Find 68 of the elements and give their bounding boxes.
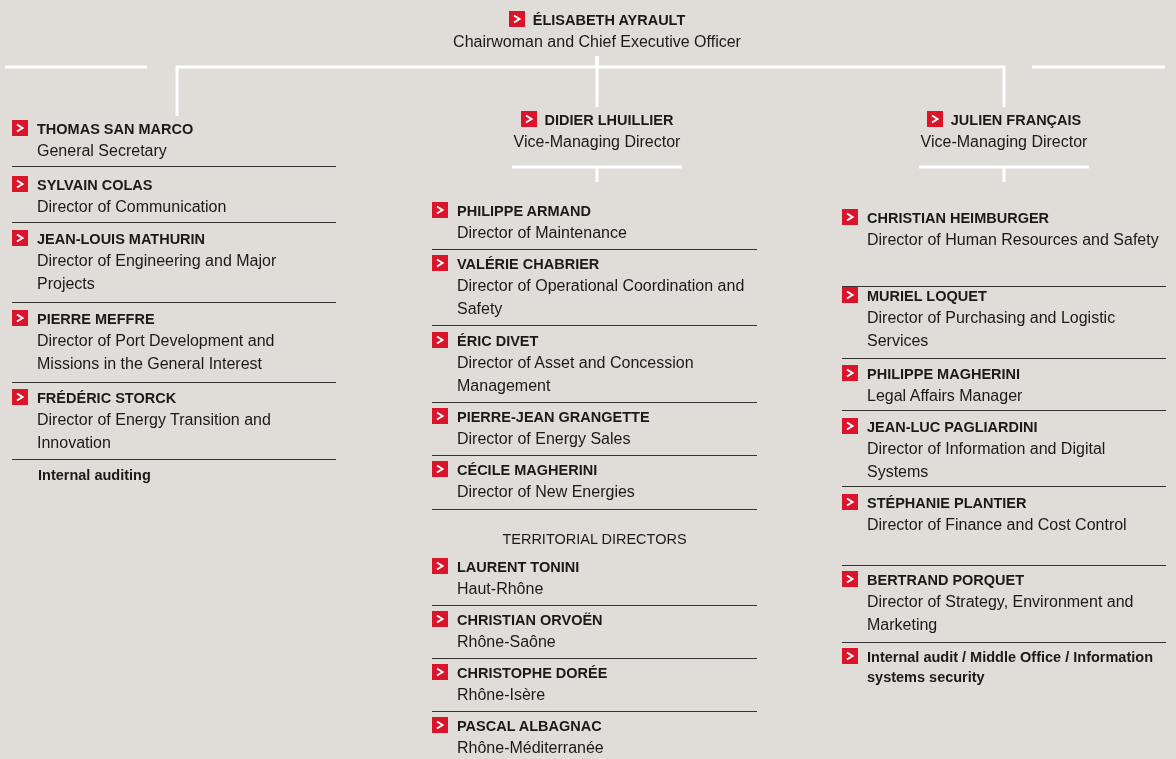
- person-name: PHILIPPE ARMAND: [457, 202, 591, 221]
- job-title: Director of Asset and Concession Management: [457, 353, 695, 396]
- job-title: Vice-Managing Director: [512, 132, 682, 152]
- person-name: JEAN-LUC PAGLIARDINI: [867, 418, 1038, 437]
- person-name: SYLVAIN COLAS: [37, 176, 153, 195]
- staff-entry: [432, 407, 757, 456]
- person-name: PASCAL ALBAGNAC: [457, 717, 602, 736]
- person-name: MURIEL LOQUET: [867, 287, 987, 306]
- staff-entry: [432, 663, 757, 712]
- job-title: Director of Strategy, Environment and Marketing: [867, 592, 1135, 635]
- job-title: Director of Operational Coordination and Safety: [457, 276, 746, 319]
- staff-entry: [12, 388, 336, 460]
- person-name: CÉCILE MAGHERINI: [457, 461, 598, 480]
- person-name: PIERRE-JEAN GRANGETTE: [457, 408, 650, 427]
- job-title: Legal Affairs Manager: [867, 386, 1024, 406]
- person-name: PIERRE MEFFRE: [37, 310, 155, 329]
- job-title: Director of Human Resources and Safety: [867, 230, 1160, 250]
- staff-entry: [432, 254, 757, 326]
- staff-entry: [842, 364, 1166, 411]
- person-name: CHRISTOPHE DORÉE: [457, 664, 608, 683]
- person-name: JULIEN FRANÇAIS: [950, 111, 1082, 130]
- job-title: Vice-Managing Director: [919, 132, 1089, 152]
- job-title: Director of Energy Sales: [457, 429, 632, 449]
- staff-entry: [842, 208, 1166, 287]
- person-name: BERTRAND PORQUET: [867, 571, 1025, 590]
- staff-entry: [432, 460, 757, 510]
- job-title: Director of Information and Digital Systems: [867, 439, 1107, 482]
- staff-entry: [842, 286, 1166, 359]
- job-title: Haut-Rhône: [457, 579, 545, 599]
- job-title: Director of Port Development and Missions in the General Interest: [37, 331, 276, 374]
- person-name: STÉPHANIE PLANTIER: [867, 494, 1027, 513]
- staff-entry: [842, 570, 1166, 643]
- job-title: Director of Communication: [37, 197, 228, 217]
- job-title: Director of Finance and Cost Control: [867, 515, 1128, 535]
- person-name: CHRISTIAN HEIMBURGER: [867, 209, 1050, 228]
- person-name: DIDIER LHUILLIER: [544, 111, 674, 130]
- staff-entry: [842, 493, 1166, 566]
- staff-entry: [432, 557, 757, 606]
- job-title: Chairwoman and Chief Executive Officer: [452, 32, 742, 52]
- job-title: Director of Purchasing and Logistic Services: [867, 308, 1117, 351]
- person-name: PHILIPPE MAGHERINI: [867, 365, 1021, 384]
- job-title: Director of New Energies: [457, 482, 636, 502]
- job-title: Rhône-Méditerranée: [457, 738, 605, 758]
- staff-entry: [12, 229, 336, 303]
- staff-entry: [432, 201, 757, 250]
- unit-name: Internal auditing: [38, 466, 152, 485]
- person-name: ÉLISABETH AYRAULT: [532, 11, 686, 30]
- job-title: Rhône-Isère: [457, 685, 547, 705]
- staff-entry: [12, 309, 336, 383]
- job-title: Rhône-Saône: [457, 632, 557, 652]
- section-heading: TERRITORIAL DIRECTORS: [501, 530, 688, 549]
- staff-entry: [432, 331, 757, 403]
- person-name: ÉRIC DIVET: [457, 332, 539, 351]
- job-title: Director of Energy Transition and Innovation: [37, 410, 272, 453]
- job-title: General Secretary: [37, 141, 168, 161]
- person-name: CHRISTIAN ORVOËN: [457, 611, 603, 630]
- job-title: Director of Maintenance: [457, 223, 628, 243]
- person-name: LAURENT TONINI: [457, 558, 580, 577]
- job-title: Director of Engineering and Major Projects: [37, 251, 278, 294]
- staff-entry: [12, 175, 336, 223]
- person-name: THOMAS SAN MARCO: [37, 120, 194, 139]
- person-name: JEAN-LOUIS MATHURIN: [37, 230, 206, 249]
- staff-entry: [842, 417, 1166, 487]
- person-name: VALÉRIE CHABRIER: [457, 255, 600, 274]
- staff-entry: [12, 119, 336, 167]
- unit-name: Internal audit / Middle Office / Information systems security: [867, 648, 1154, 687]
- person-name: FRÉDÉRIC STORCK: [37, 389, 177, 408]
- staff-entry: [432, 610, 757, 659]
